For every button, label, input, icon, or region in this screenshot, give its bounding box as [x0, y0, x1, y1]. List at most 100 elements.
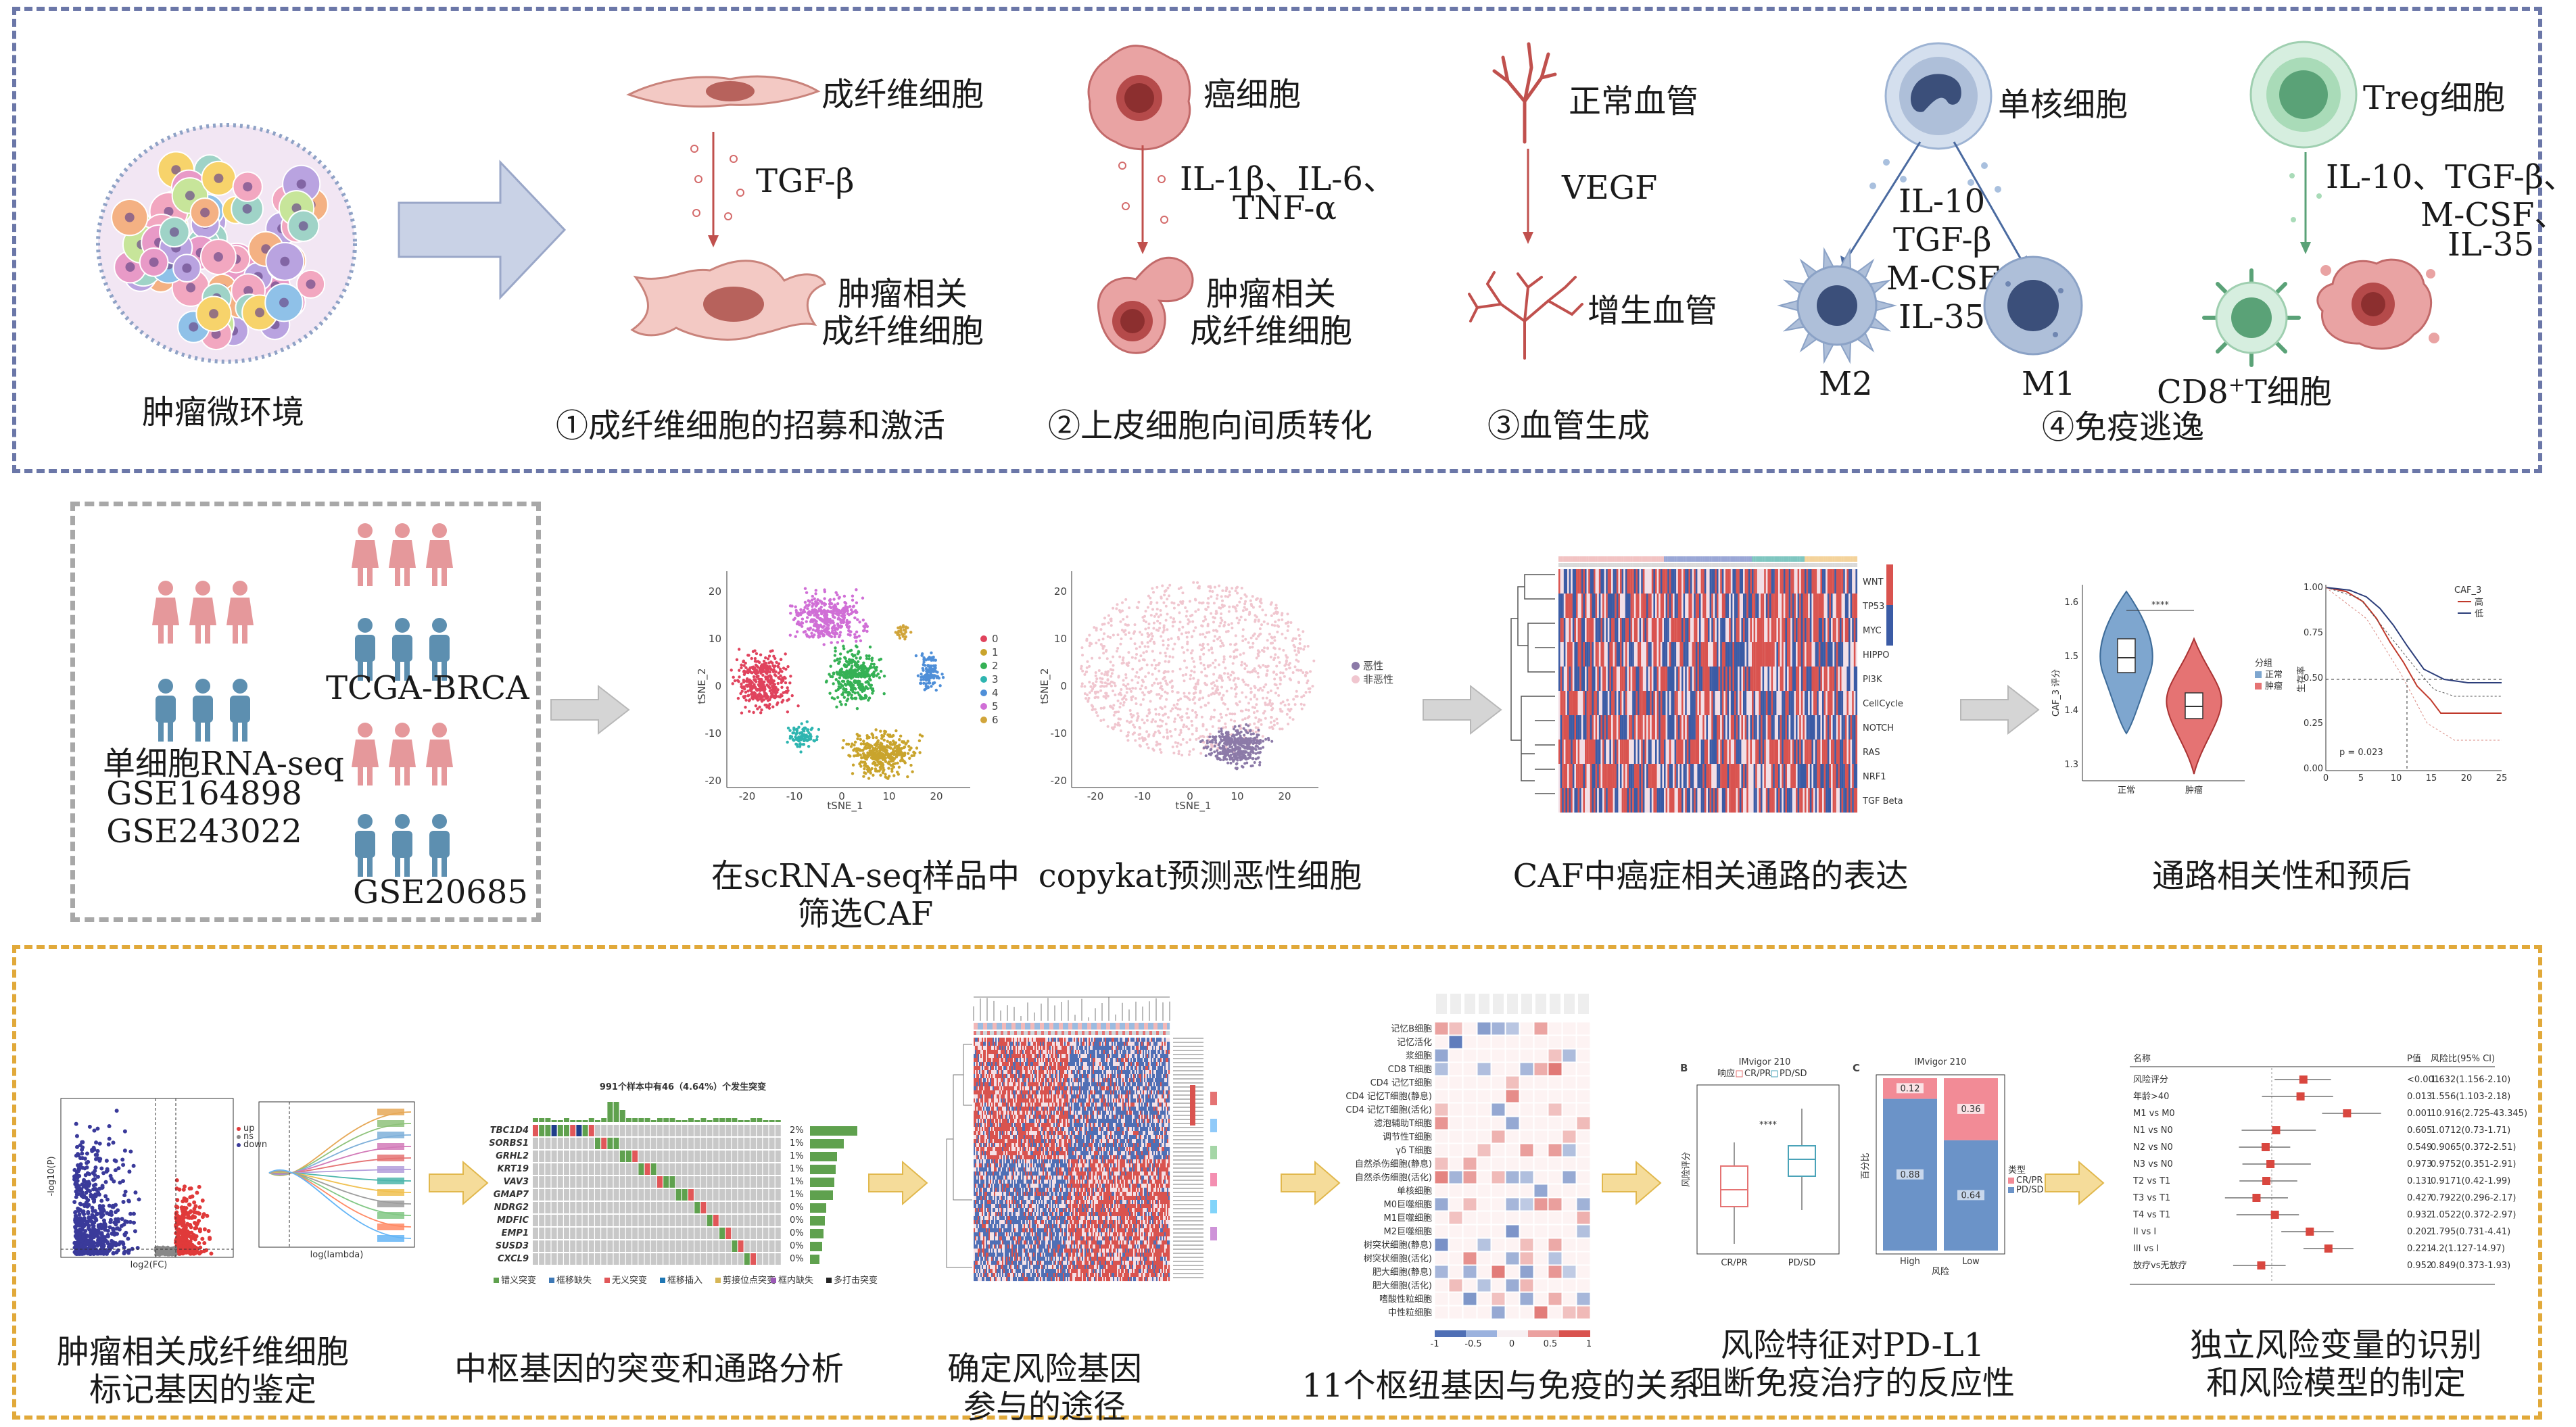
non-malignant-point — [1295, 695, 1297, 698]
non-malignant-point — [1120, 694, 1122, 696]
legend-swatch — [980, 703, 987, 710]
tsne-point — [868, 744, 871, 746]
heatmap-cell — [1644, 667, 1646, 691]
tumor-cell-cluster-icon — [2306, 243, 2441, 358]
non-malignant-point — [1245, 608, 1247, 611]
tsne-point — [915, 746, 918, 749]
tsne-point — [796, 743, 798, 746]
heatmap-cell — [1620, 594, 1622, 618]
non-malignant-point — [1099, 690, 1102, 692]
annotation-cell — [1608, 556, 1610, 562]
non-malignant-point — [1220, 639, 1222, 642]
heatmap-cell — [1720, 569, 1722, 594]
annotation-cell — [1631, 563, 1633, 567]
heatmap-cell — [1627, 569, 1629, 594]
heatmap-cell — [1687, 569, 1689, 594]
tsne-point — [872, 690, 874, 692]
non-malignant-point — [1203, 615, 1206, 618]
tsne-point — [816, 598, 819, 601]
non-malignant-point — [1266, 639, 1269, 642]
heatmap-cell — [1655, 594, 1657, 618]
tsne-point — [880, 747, 882, 750]
non-malignant-point — [1097, 639, 1100, 642]
person-leg — [432, 566, 437, 586]
tsne-point — [795, 732, 798, 735]
tsne-point — [787, 727, 790, 729]
non-malignant-point — [1270, 656, 1272, 658]
annotation-cell — [1596, 556, 1598, 562]
heatmap-cell — [1773, 594, 1775, 618]
non-malignant-point — [1134, 623, 1137, 626]
non-malignant-point — [1179, 600, 1182, 603]
non-malignant-point — [1151, 664, 1153, 667]
malignant-point — [1233, 740, 1235, 743]
non-malignant-point — [1312, 660, 1315, 662]
tsne-point — [769, 681, 771, 683]
heatmap-cell — [1613, 569, 1615, 594]
non-malignant-point — [1173, 643, 1176, 646]
annotation-cell — [1780, 556, 1782, 562]
tsne-point — [884, 746, 886, 748]
heatmap-cell — [1842, 642, 1844, 667]
malignant-point — [1255, 758, 1258, 760]
tsne-point — [859, 657, 861, 660]
normal-vessel-label: 正常血管 — [1569, 74, 1698, 122]
annotation-cell — [1587, 556, 1589, 562]
tsne-point — [755, 669, 758, 671]
tsne-point — [888, 735, 890, 737]
heatmap-cell — [1746, 642, 1748, 667]
heatmap-cell — [1646, 691, 1648, 715]
tsne-point — [849, 754, 851, 757]
emt-caption: ②上皮细胞向间质转化 — [1048, 399, 1373, 446]
annotation-cell — [1731, 563, 1733, 567]
heatmap-cell — [1588, 569, 1590, 594]
malignant-point — [1253, 748, 1256, 750]
non-malignant-point — [1297, 628, 1299, 631]
person-leg — [432, 765, 437, 785]
tsne-point — [921, 652, 924, 655]
non-malignant-point — [1160, 725, 1163, 727]
heatmap-cell — [1679, 594, 1681, 618]
tsne-point — [880, 743, 882, 746]
heatmap-cell — [1669, 642, 1671, 667]
tsne-point — [884, 773, 886, 775]
tsne-point — [740, 683, 742, 685]
heatmap-cell — [1701, 667, 1703, 691]
tsne-point — [835, 706, 838, 708]
heatmap-cell — [1732, 642, 1734, 667]
non-malignant-point — [1300, 703, 1303, 706]
malignant-point — [1258, 761, 1261, 764]
non-malignant-point — [1174, 741, 1177, 744]
heatmap-cell — [1597, 594, 1599, 618]
person-head — [195, 581, 210, 596]
heatmap-cell — [1855, 667, 1857, 691]
heatmap-cell — [1820, 569, 1822, 594]
non-malignant-point — [1268, 726, 1271, 729]
tsne-point — [862, 754, 865, 756]
tsne-point — [890, 770, 893, 773]
tsne-point — [882, 692, 885, 695]
heatmap-cell — [1826, 594, 1828, 618]
heatmap-cell — [1745, 642, 1747, 667]
tsne-point — [836, 628, 839, 631]
annotation-cell — [1688, 556, 1690, 562]
tsne-point — [788, 729, 791, 732]
tsne-point — [756, 688, 759, 691]
non-malignant-point — [1155, 713, 1158, 716]
heatmap-cell — [1611, 569, 1613, 594]
heatmap-cell — [1813, 667, 1815, 691]
heatmap-cell — [1807, 618, 1809, 642]
heatmap-cell — [1784, 569, 1786, 594]
heatmap-cell — [1822, 569, 1824, 594]
non-malignant-point — [1095, 671, 1097, 674]
non-malignant-point — [1229, 674, 1232, 677]
heatmap-cell — [1696, 691, 1698, 715]
non-malignant-point — [1251, 595, 1254, 598]
sc-dataset-1: GSE164898 — [106, 775, 302, 813]
tsne-point — [792, 739, 795, 742]
heatmap-cell — [1650, 569, 1652, 594]
annotation-cell — [1634, 556, 1636, 562]
heatmap-cell — [1780, 667, 1782, 691]
non-malignant-point — [1209, 733, 1212, 735]
heatmap-cell — [1815, 618, 1817, 642]
